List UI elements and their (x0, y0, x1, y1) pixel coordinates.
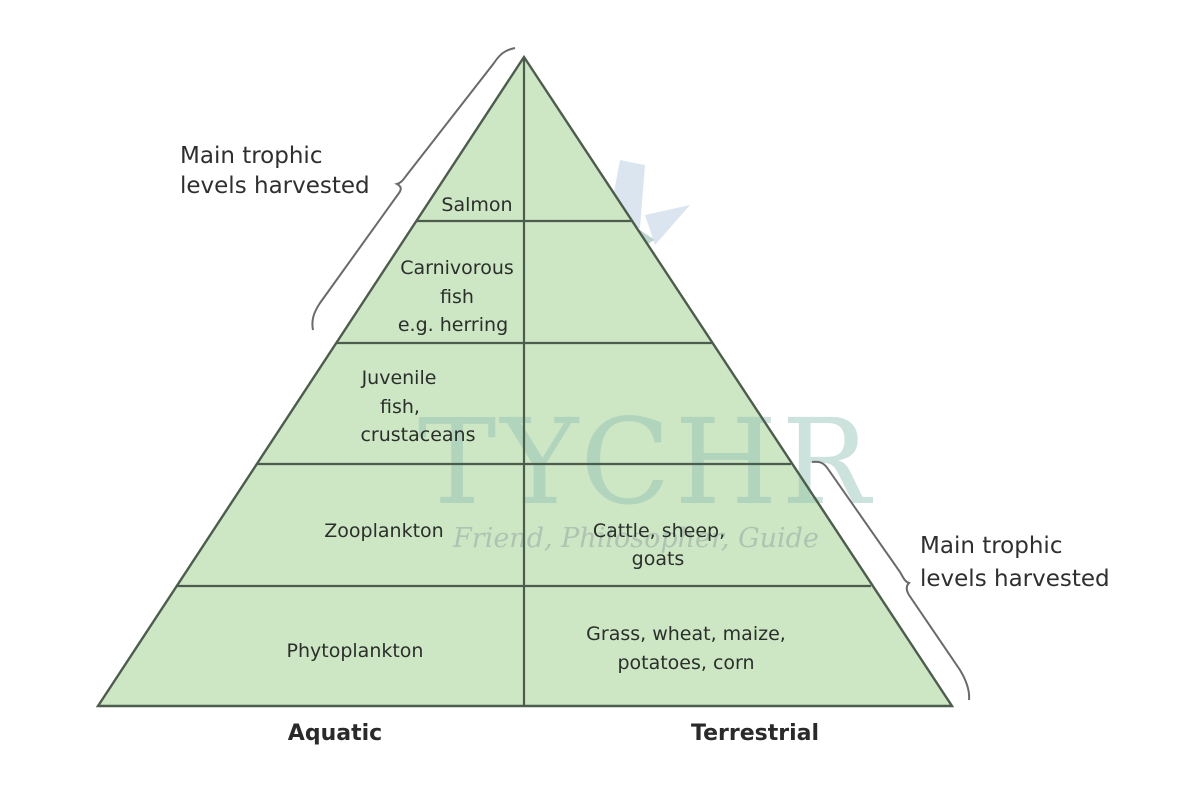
level-zooplankton: Zooplankton (324, 520, 443, 542)
right-brace-icon (811, 460, 971, 701)
terrestrial-levels: Cattle, sheep, goats Grass, wheat, maize… (586, 520, 786, 674)
column-label-aquatic: Aquatic (288, 721, 382, 746)
level-carnivorous-fish-line1: Carnivorous (400, 257, 514, 279)
left-annotation-line1: Main trophic (180, 143, 322, 169)
right-annotation: Main trophic levels harvested (920, 533, 1110, 592)
level-juvenile-fish-line2: fish, (380, 396, 420, 418)
level-juvenile-fish-line3: crustaceans (360, 424, 475, 446)
pyramid-outline (95, 54, 955, 708)
level-livestock-line1: Cattle, sheep, (593, 520, 725, 542)
left-annotation-line2: levels harvested (180, 173, 370, 199)
level-juvenile-fish-line1: Juvenile (361, 367, 437, 389)
watermark-subtitle: Friend, Philosopher, Guide (452, 523, 819, 554)
column-label-terrestrial: Terrestrial (691, 721, 819, 746)
right-annotation-line1: Main trophic (920, 533, 1062, 559)
level-carnivorous-fish-line2: fish (440, 286, 474, 308)
left-annotation: Main trophic levels harvested (180, 143, 370, 199)
left-brace-icon (311, 47, 516, 331)
aquatic-levels: Salmon Carnivorous fish e.g. herring Juv… (287, 194, 514, 662)
level-carnivorous-fish-line3: e.g. herring (398, 314, 508, 336)
right-annotation-line2: levels harvested (920, 566, 1110, 592)
level-livestock-line2: goats (632, 548, 685, 570)
watermark-title: TYCHR (418, 393, 875, 531)
level-crops-line2: potatoes, corn (617, 652, 754, 674)
level-crops-line1: Grass, wheat, maize, (586, 623, 786, 645)
level-phytoplankton: Phytoplankton (287, 640, 424, 662)
level-salmon: Salmon (441, 194, 512, 216)
